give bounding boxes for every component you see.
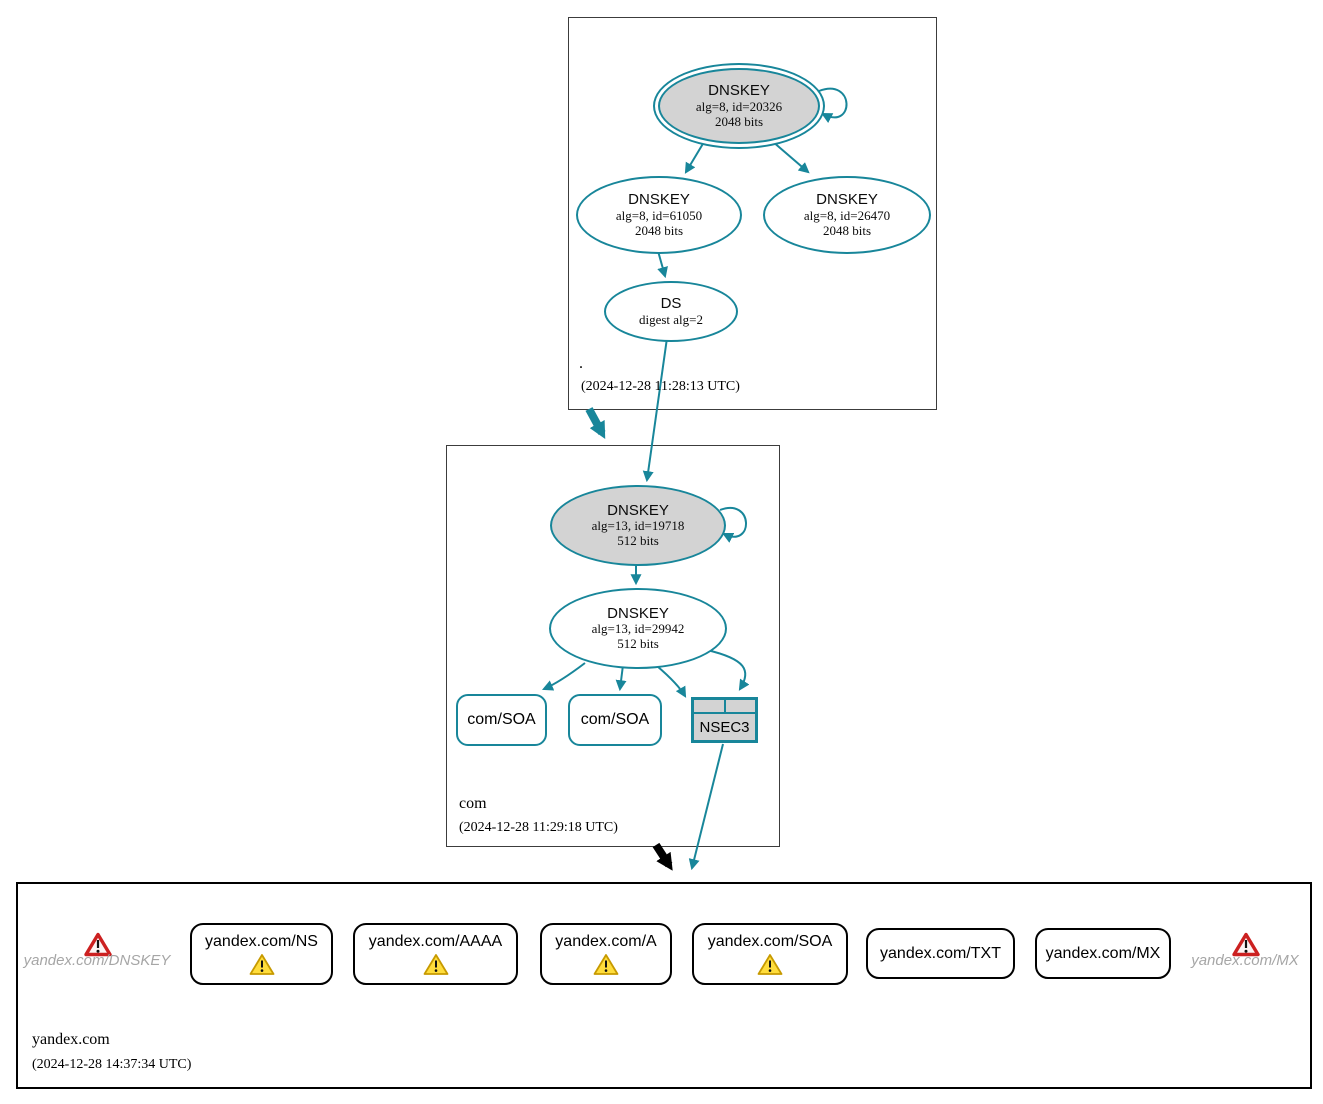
dnskey-title: DNSKEY — [628, 191, 690, 209]
zone-timestamp-yandex: (2024-12-28 14:37:34 UTC) — [32, 1057, 192, 1072]
dnskey-alg-id: alg=13, id=19718 — [591, 518, 685, 534]
zone-name-root: . — [579, 355, 583, 372]
node-yandex-aaaa: yandex.com/AAAA — [353, 923, 518, 985]
edge-com-to-yandex-insecure-delegation — [652, 842, 673, 871]
rrset-label: yandex.com/SOA — [707, 932, 833, 950]
node-com-soa-left: com/SOA — [456, 694, 547, 746]
missing-mx-label: yandex.com/MX — [1191, 952, 1299, 969]
dnskey-bits: 512 bits — [617, 533, 659, 549]
zone-box-com — [446, 445, 780, 847]
rrset-label: yandex.com/AAAA — [368, 932, 503, 950]
error-triangle-icon — [84, 932, 112, 957]
dnskey-title: DNSKEY — [708, 82, 770, 100]
rrset-label: yandex.com/A — [555, 932, 657, 950]
node-root-zsk-left-dnskey: DNSKEY alg=8, id=61050 2048 bits — [576, 176, 742, 254]
warning-triangle-icon — [249, 953, 274, 975]
nsec3-rrsig-cells — [694, 700, 755, 712]
node-root-zsk-right-dnskey: DNSKEY alg=8, id=26470 2048 bits — [763, 176, 931, 254]
zone-name-yandex: yandex.com — [32, 1031, 110, 1048]
node-com-nsec3: NSEC3 — [691, 697, 758, 743]
error-triangle-icon — [1232, 932, 1260, 957]
rrset-label: yandex.com/TXT — [880, 944, 1001, 962]
dnskey-bits: 2048 bits — [634, 222, 684, 238]
ds-title: DS — [660, 295, 682, 313]
dnskey-bits: 2048 bits — [714, 113, 764, 129]
node-yandex-a: yandex.com/A — [540, 923, 672, 985]
edge-root-to-com-delegation — [585, 407, 606, 439]
node-root-ksk-dnskey: DNSKEY alg=8, id=20326 2048 bits — [653, 63, 825, 149]
nsec3-rrsig-cell — [725, 700, 755, 712]
dnskey-alg-id: alg=8, id=61050 — [615, 207, 703, 223]
dnskey-bits: 512 bits — [617, 636, 659, 652]
node-root-ds: DS digest alg=2 — [604, 281, 738, 342]
node-com-zsk-dnskey: DNSKEY alg=13, id=29942 512 bits — [549, 588, 727, 669]
dnskey-bits: 2048 bits — [822, 222, 872, 238]
zone-box-yandex — [16, 882, 1312, 1089]
zone-timestamp-com: (2024-12-28 11:29:18 UTC) — [459, 820, 618, 835]
nsec3-rrsig-cell — [694, 700, 724, 712]
dnskey-title: DNSKEY — [607, 604, 669, 622]
node-yandex-txt: yandex.com/TXT — [866, 928, 1015, 979]
zone-timestamp-root: (2024-12-28 11:28:13 UTC) — [581, 379, 740, 394]
warning-triangle-icon — [423, 953, 448, 975]
dnskey-title: DNSKEY — [816, 191, 878, 209]
missing-dnskey-label: yandex.com/DNSKEY — [23, 952, 171, 969]
node-yandex-soa: yandex.com/SOA — [692, 923, 848, 985]
node-yandex-ns: yandex.com/NS — [190, 923, 333, 985]
node-root-ksk-dnskey-body: DNSKEY alg=8, id=20326 2048 bits — [658, 68, 820, 144]
node-com-soa-right: com/SOA — [568, 694, 662, 746]
warning-triangle-icon — [593, 953, 619, 975]
dnskey-alg-id: alg=8, id=20326 — [695, 98, 783, 114]
zone-name-com: com — [459, 795, 487, 812]
node-yandex-mx: yandex.com/MX — [1035, 928, 1171, 979]
ds-digest-alg: digest alg=2 — [638, 311, 704, 327]
rrset-label: yandex.com/MX — [1045, 944, 1161, 962]
dnskey-alg-id: alg=8, id=26470 — [803, 207, 891, 223]
warning-triangle-icon — [757, 953, 783, 975]
dnskey-alg-id: alg=13, id=29942 — [591, 621, 685, 637]
nsec3-label: NSEC3 — [694, 714, 755, 740]
zone-box-root — [568, 17, 937, 410]
dnskey-title: DNSKEY — [607, 501, 669, 519]
rrset-label: yandex.com/NS — [205, 932, 318, 950]
rrset-label: com/SOA — [580, 711, 650, 728]
node-com-ksk-dnskey: DNSKEY alg=13, id=19718 512 bits — [550, 485, 726, 566]
rrset-label: com/SOA — [467, 711, 536, 728]
